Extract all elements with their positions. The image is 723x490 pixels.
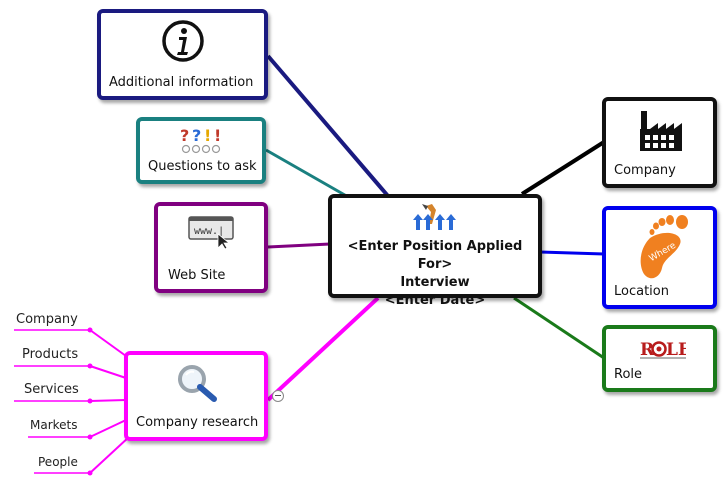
leaf-company[interactable]: Company <box>16 312 78 327</box>
link-company <box>520 140 606 196</box>
svg-text:?: ? <box>192 126 201 145</box>
leaf-line-people-conn <box>89 435 131 474</box>
leaf-markets[interactable]: Markets <box>30 418 78 432</box>
link-location <box>539 250 605 256</box>
browser-cursor-icon: www.| <box>188 216 234 250</box>
leaf-line-company-conn <box>89 329 127 357</box>
topic-label: Web Site <box>168 268 226 283</box>
central-line-interview: Interview <box>400 275 470 290</box>
question-marks-icon: ? ? ! ! <box>180 126 221 154</box>
svg-text:!: ! <box>214 126 221 145</box>
svg-text:!: ! <box>204 126 211 145</box>
leaf-line-services-conn <box>89 399 127 402</box>
svg-text:LE: LE <box>666 340 686 360</box>
topic-label: Company <box>614 163 676 178</box>
svg-text:www.|: www.| <box>194 226 224 237</box>
topic-questions-to-ask[interactable]: ? ? ! ! Questions to ask <box>136 117 266 184</box>
topic-label: Location <box>614 284 669 299</box>
leaf-line-markets-conn <box>89 419 127 438</box>
leaf-services[interactable]: Services <box>24 382 79 397</box>
leaf-line-products-conn <box>89 365 127 379</box>
topic-web-site[interactable]: www.| Web Site <box>154 202 268 293</box>
link-additional-info <box>266 54 390 198</box>
central-topic[interactable]: <Enter Position Applied For> Interview <… <box>328 194 542 308</box>
career-arrows-icon <box>413 204 456 230</box>
topic-company[interactable]: Company <box>602 97 717 188</box>
topic-label: Role <box>614 367 643 382</box>
collapse-toggle[interactable] <box>272 390 284 402</box>
topic-role[interactable]: R LE Role <box>602 325 717 392</box>
link-website <box>267 242 331 249</box>
central-line-date: <Enter Date> <box>384 293 486 308</box>
role-icon: R LE <box>640 340 686 360</box>
factory-icon <box>640 111 682 151</box>
central-text: <Enter Position Applied For> Interview <… <box>332 238 538 310</box>
link-role <box>513 296 605 360</box>
central-line-position: <Enter Position Applied For> <box>347 239 523 272</box>
svg-text:?: ? <box>180 126 189 145</box>
topic-location[interactable]: Where Location <box>602 206 717 309</box>
svg-text:R: R <box>640 340 655 360</box>
topic-label: Questions to ask <box>148 159 257 174</box>
leaf-people[interactable]: People <box>38 455 78 469</box>
topic-label: Additional information <box>109 75 254 90</box>
footprint-icon: Where <box>640 215 688 279</box>
link-company-research <box>266 296 380 402</box>
magnifier-icon <box>178 365 217 402</box>
info-icon <box>162 20 204 62</box>
topic-additional-information[interactable]: Additional information <box>97 9 268 100</box>
leaf-products[interactable]: Products <box>22 347 79 362</box>
topic-company-research[interactable]: Company research <box>124 351 268 441</box>
topic-label: Company research <box>136 415 259 430</box>
link-questions <box>265 148 351 200</box>
